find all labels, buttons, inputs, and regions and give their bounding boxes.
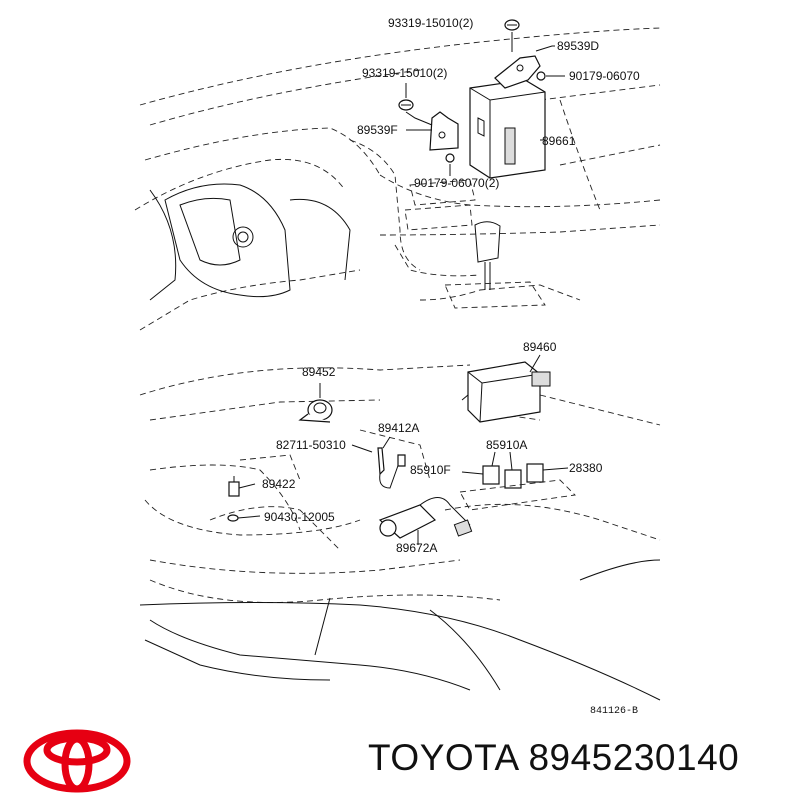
label-93319-top: 93319-15010(2) [388, 16, 473, 30]
sensor-89422 [228, 476, 256, 497]
label-90179-low: 90179-06070(2) [414, 176, 499, 190]
engine-bay-outline [139, 364, 661, 603]
module-89460 [461, 361, 551, 423]
center-console [404, 179, 546, 309]
part-labels: 93319-15010(2) 89539D 93319-15010(2) 901… [262, 16, 640, 717]
bolt-93319-mid [398, 99, 414, 111]
label-93319-mid: 93319-15010(2) [362, 66, 447, 80]
label-89539F: 89539F [357, 123, 398, 137]
bolt-93319-top [504, 19, 520, 31]
nut-90179-low [445, 153, 455, 163]
label-89460: 89460 [523, 340, 557, 354]
sensor-89412A [377, 436, 401, 489]
label-90430: 90430-12005 [264, 510, 335, 524]
label-85910A: 85910A [486, 438, 527, 452]
leader-lines-upper [405, 32, 565, 176]
relays-85910 [459, 451, 576, 511]
instrument-cluster [149, 183, 351, 301]
ecu-89661 [469, 79, 546, 179]
parts-diagram: 93319-15010(2) 89539D 93319-15010(2) 901… [134, 16, 661, 717]
drawing-code: 841126-B [590, 706, 638, 717]
leader-lines-lower [529, 354, 541, 373]
sensor-82711 [351, 444, 406, 467]
label-89661: 89661 [542, 134, 576, 148]
bracket-89539D [494, 55, 541, 89]
fender-outline [139, 559, 661, 701]
actuator-89672A [378, 497, 473, 545]
bracket-89539F [429, 111, 459, 151]
label-82711: 82711-50310 [276, 438, 346, 452]
label-89422: 89422 [262, 477, 296, 491]
label-89539D: 89539D [557, 39, 599, 53]
label-90179-right: 90179-06070 [569, 69, 640, 83]
dashboard-outline [134, 27, 661, 331]
label-85910F: 85910F [410, 463, 451, 477]
sensor-89452 [298, 383, 333, 423]
brand-part-number: TOYOTA 8945230140 [368, 737, 740, 778]
toyota-logo-icon [23, 729, 131, 793]
nut-90179-right [536, 71, 546, 81]
label-89452: 89452 [302, 365, 336, 379]
label-89672A: 89672A [396, 541, 437, 555]
washer-90430 [227, 514, 261, 522]
label-89412A: 89412A [378, 421, 419, 435]
label-28380: 28380 [569, 461, 603, 475]
